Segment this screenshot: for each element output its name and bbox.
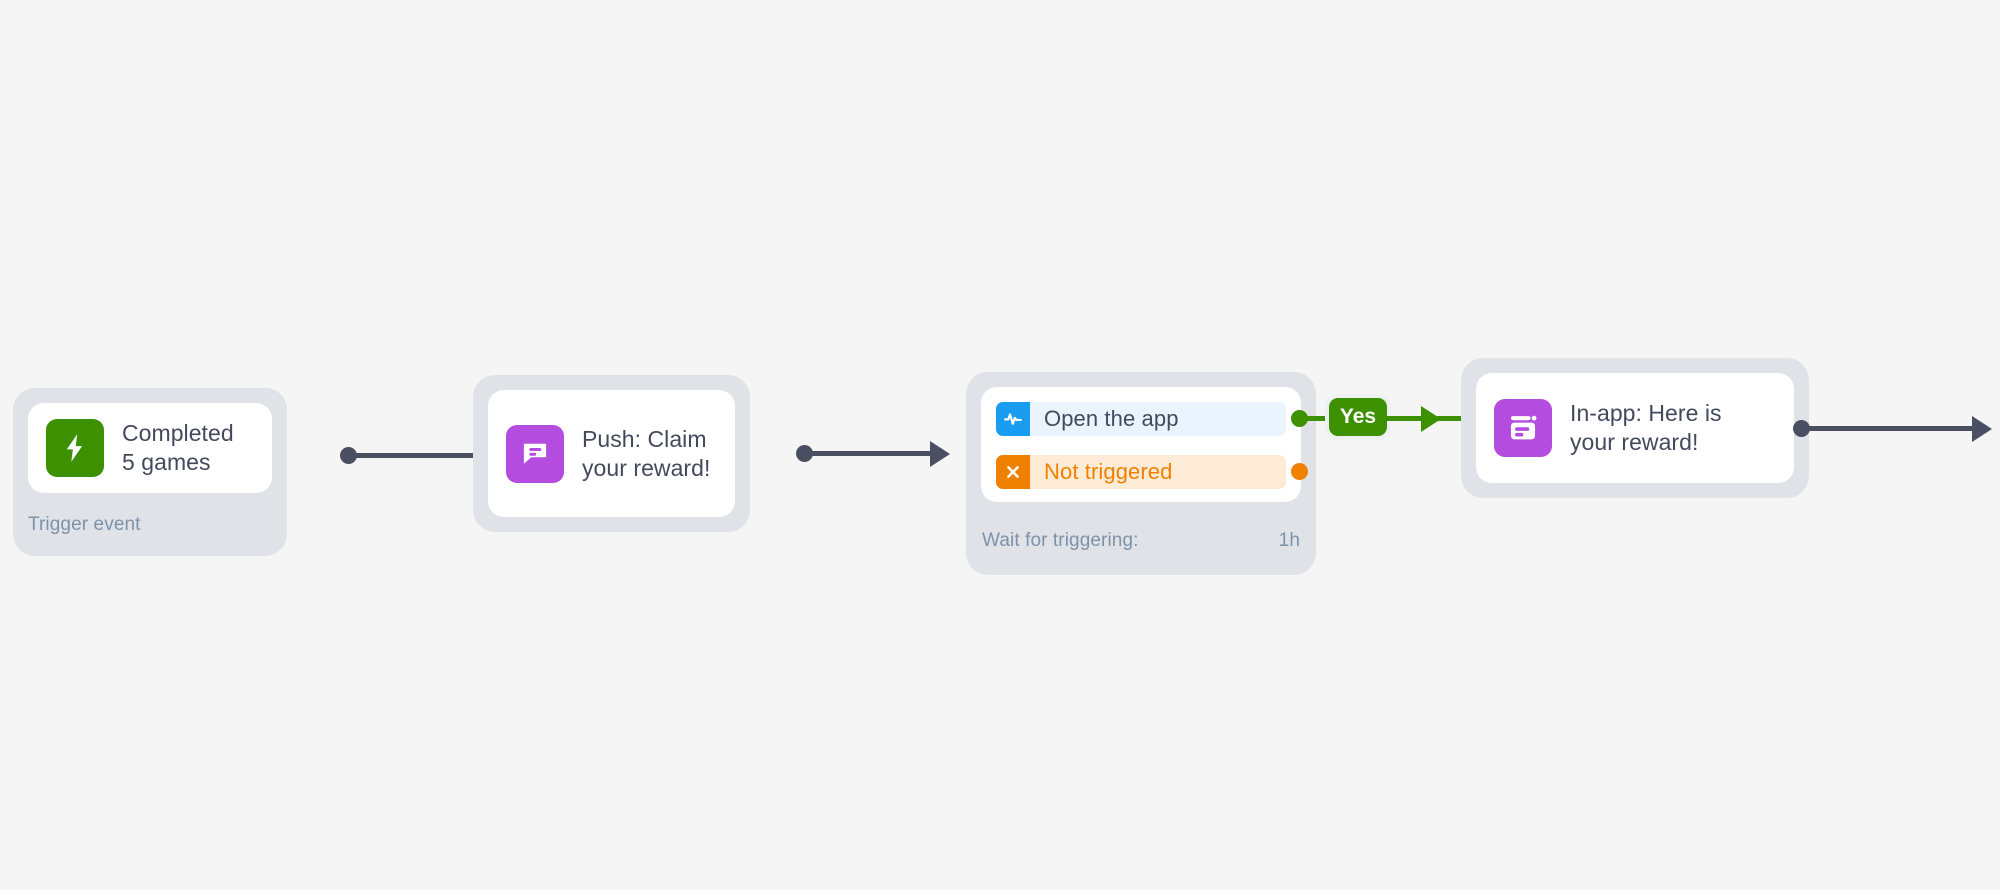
trigger-card[interactable]: Completed 5 games bbox=[28, 403, 272, 493]
edge-condition-to-yes-badge bbox=[1303, 416, 1331, 421]
condition-port-open-the-app[interactable] bbox=[1291, 410, 1308, 427]
edge-push-to-condition-arrowhead bbox=[930, 441, 950, 467]
edge-push-to-condition bbox=[804, 451, 934, 456]
condition-label-not-triggered: Not triggered bbox=[1044, 459, 1173, 484]
edge-trigger-to-push bbox=[348, 453, 478, 458]
edge-in-app-outgoing bbox=[1801, 426, 1976, 431]
chat-bubble-icon bbox=[506, 424, 564, 483]
in-app-title: In-app: Here is your reward! bbox=[1570, 400, 1722, 455]
trigger-footer: Trigger event bbox=[13, 508, 287, 542]
condition-port-not-triggered[interactable] bbox=[1291, 463, 1308, 480]
push-card[interactable]: Push: Claim your reward! bbox=[488, 390, 735, 517]
lightning-bolt-icon bbox=[46, 419, 104, 477]
condition-row-open-the-app[interactable]: Open the app bbox=[996, 402, 1286, 436]
condition-label-open-the-app: Open the app bbox=[1044, 406, 1179, 431]
in-app-window-icon bbox=[1494, 399, 1552, 457]
edge-yes-to-in-app-arrowhead bbox=[1421, 406, 1441, 432]
pulse-icon bbox=[996, 402, 1030, 436]
close-x-icon bbox=[996, 455, 1030, 489]
wait-condition-footer: Wait for triggering: 1h bbox=[966, 524, 1316, 558]
branch-badge-yes-label: Yes bbox=[1339, 405, 1377, 428]
edge-in-app-outgoing-arrowhead bbox=[1972, 416, 1992, 442]
wait-condition-footer-label: Wait for triggering: bbox=[982, 530, 1139, 551]
trigger-footer-label: Trigger event bbox=[28, 514, 141, 535]
push-title: Push: Claim your reward! bbox=[582, 425, 711, 481]
trigger-title: Completed 5 games bbox=[122, 420, 234, 475]
branch-badge-yes[interactable]: Yes bbox=[1329, 398, 1387, 436]
wait-condition-footer-value: 1h bbox=[1278, 530, 1300, 551]
in-app-card[interactable]: In-app: Here is your reward! bbox=[1476, 373, 1794, 483]
condition-row-not-triggered[interactable]: Not triggered bbox=[996, 455, 1286, 489]
